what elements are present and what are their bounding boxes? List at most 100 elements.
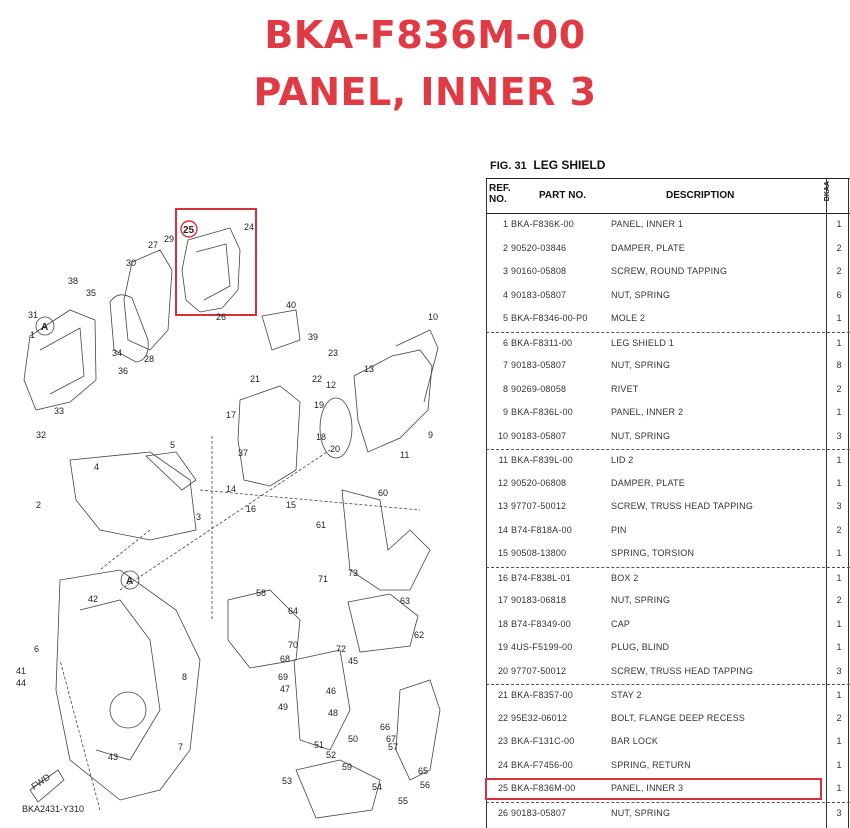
panel-64-shape (395, 679, 441, 781)
diagram-ref-17: 17 (226, 410, 236, 420)
table-qty-divider (826, 178, 827, 828)
diagram-ref-36: 36 (118, 366, 128, 376)
row-part-no: 4US-F5199-00 (511, 642, 573, 652)
figure-code: BKA2431-Y310 (22, 804, 84, 814)
row-part-no: BKA-F8357-00 (511, 690, 573, 700)
diagram-ref-64: 64 (288, 606, 298, 616)
row-description: PANEL, INNER 3 (611, 783, 684, 793)
diagram-ref-68: 68 (280, 654, 290, 664)
row-qty: 2 (836, 595, 842, 605)
diagram-ref-8: 8 (182, 672, 187, 682)
leg-shield-upper-shape (69, 451, 197, 541)
row-part-no: 90269-08058 (511, 383, 567, 394)
row-ref: 5 (502, 313, 508, 323)
diagram-ref-65: 65 (418, 766, 428, 776)
part-number-heading: BKA-F836M-00 (264, 13, 586, 57)
row-qty: 1 (836, 337, 842, 348)
diagram-ref-31: 31 (28, 310, 38, 320)
row-part-no: B74-F8349-00 (511, 618, 571, 629)
diagram-ref-49: 49 (278, 702, 288, 712)
row-description: BAR LOCK (611, 736, 659, 746)
row-qty: 3 (836, 501, 842, 511)
row-part-no: 90520-06808 (511, 477, 567, 488)
diagram-ref-13: 13 (364, 364, 374, 374)
row-description: BOLT, FLANGE DEEP RECESS (611, 712, 746, 723)
row-qty: 1 (836, 690, 842, 700)
diagram-ref-57: 57 (388, 742, 398, 752)
diagram-ref-3: 3 (196, 512, 201, 522)
row-description: SPRING, TORSION (611, 548, 695, 558)
row-description: LEG SHIELD 1 (611, 337, 674, 348)
diagram-ref-66: 66 (380, 722, 390, 732)
diagram-ref-23: 23 (328, 348, 338, 358)
diagram-ref-20: 20 (330, 444, 340, 454)
row-description: BOX 2 (611, 572, 639, 583)
diagram-ref-54: 54 (372, 782, 382, 792)
diagram-ref-45: 45 (348, 656, 358, 666)
diagram-ref-6: 6 (34, 644, 39, 654)
table-right-border (848, 178, 849, 828)
diagram-ref-71: 71 (318, 574, 328, 584)
leg-shield-hole (109, 691, 147, 729)
row-description: PANEL, INNER 1 (611, 219, 684, 229)
row-ref: 18 (497, 618, 508, 629)
row-part-no: BKA-F839L-00 (511, 455, 573, 465)
row-part-no: 90183-05807 (511, 807, 567, 818)
row-part-no: BKA-F8346-00-P0 (511, 313, 588, 323)
highlighted-ref-label: 25 (183, 225, 195, 236)
row-description: DAMPER, PLATE (611, 477, 685, 488)
row-description: PANEL, INNER 2 (611, 407, 684, 417)
row-qty: 8 (836, 360, 842, 370)
diagram-svg: 25 A A FWD BKA2431-Y310 1234567891011121… (16, 208, 441, 819)
diagram-ref-37: 37 (238, 448, 248, 458)
row-ref: 2 (502, 242, 508, 253)
part-25-highlight-box (175, 208, 257, 316)
row-description: CAP (611, 618, 631, 629)
diagram-ref-4: 4 (94, 462, 99, 472)
assembly-dashed-lines (59, 436, 421, 811)
diagram-ref-32: 32 (36, 430, 46, 440)
row-description: NUT, SPRING (611, 360, 671, 370)
row-qty: 2 (836, 242, 842, 253)
fwd-arrow-shape (29, 769, 65, 803)
diagram-ref-42: 42 (88, 594, 98, 604)
row-part-no: 90520-03846 (511, 242, 567, 253)
diagram-ref-9: 9 (428, 430, 433, 440)
row-description: DAMPER, PLATE (611, 242, 685, 253)
box-16-shape (237, 385, 301, 487)
header-ref: REF. NO. (489, 183, 511, 205)
diagram-ref-12: 12 (326, 380, 336, 390)
diagram-ref-10: 10 (428, 312, 438, 322)
header-description: DESCRIPTION (666, 190, 735, 201)
row-qty: 1 (836, 783, 842, 793)
diagram-ref-55: 55 (398, 796, 408, 806)
row-ref: 10 (497, 430, 508, 441)
row-part-no: BKA-F836M-00 (511, 783, 576, 793)
row-qty: 1 (836, 455, 842, 465)
row-description: RIVET (611, 383, 639, 394)
row-ref: 21 (497, 690, 508, 700)
row-ref: 26 (497, 807, 508, 818)
table-left-border (486, 178, 487, 828)
row-ref: 7 (502, 360, 508, 370)
row-description: PIN (611, 524, 627, 535)
diagram-ref-21: 21 (250, 374, 260, 384)
stay-39-shape (261, 309, 301, 351)
part-name-heading: PANEL, INNER 3 (253, 70, 597, 114)
row-ref: 15 (497, 548, 508, 558)
diagram-ref-27: 27 (148, 240, 158, 250)
row-part-no: 90183-05807 (511, 289, 567, 300)
row-description: PLUG, BLIND (611, 642, 670, 652)
row-qty: 1 (836, 548, 842, 558)
